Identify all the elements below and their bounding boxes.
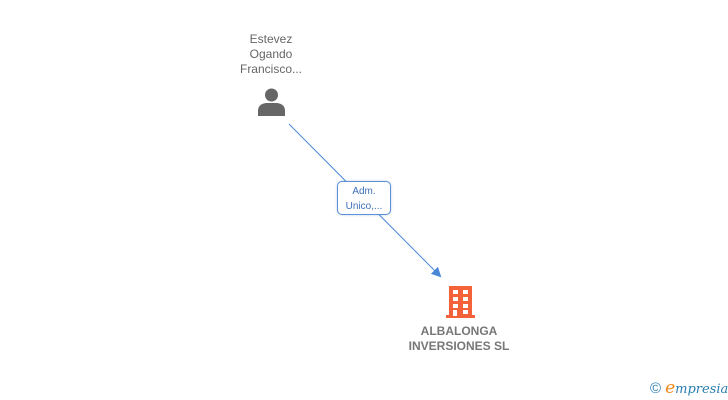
- building-icon[interactable]: [446, 286, 475, 318]
- person-name[interactable]: Estevez Ogando Francisco...: [239, 32, 302, 76]
- copyright-icon: ©: [650, 379, 662, 397]
- edge-role-label[interactable]: Adm. Unico,...: [337, 181, 391, 215]
- empresia-logo: © empresia: [650, 378, 728, 398]
- brand-name: empresia: [665, 378, 728, 398]
- person-icon[interactable]: [257, 87, 286, 116]
- company-name[interactable]: ALBALONGA INVERSIONES SL: [408, 324, 510, 353]
